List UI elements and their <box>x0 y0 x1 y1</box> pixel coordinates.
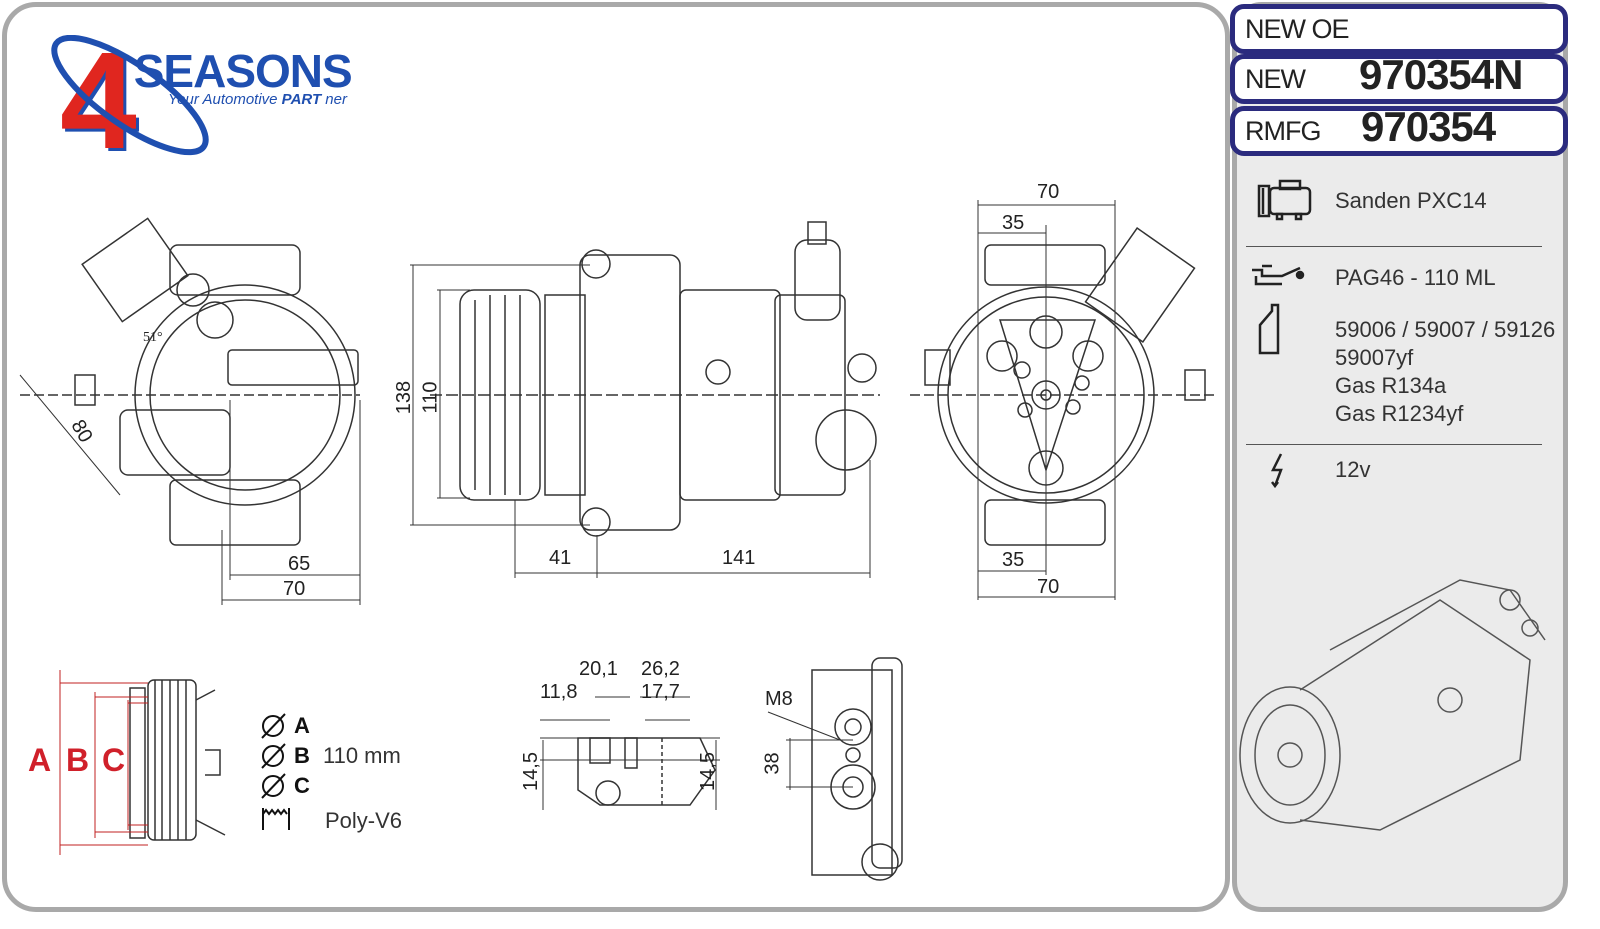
dim-port-a1: 20,1 <box>579 658 618 680</box>
diameter-b-value: 110 mm <box>323 743 401 768</box>
diameter-c-label: C <box>294 773 310 798</box>
dim-rear-top-inner: 35 <box>1002 212 1025 234</box>
dim-rear-bottom-outer: 70 <box>1037 576 1060 598</box>
rmfg-box: RMFG 970354 <box>1230 103 1568 156</box>
logo-tagline: Your Automotive PART ner <box>168 91 347 108</box>
dim-port-height-left: 14,5 <box>519 752 542 791</box>
oil-references: 59006 / 59007 / 59126 <box>1335 317 1556 342</box>
pulley-label-b: B <box>66 742 90 778</box>
rmfg-part-number: 970354 <box>1361 103 1496 150</box>
new-oe-box: NEW OE <box>1230 4 1568 54</box>
dim-side-height-inner: 110 <box>419 381 442 414</box>
pulley-label-a: A <box>28 742 52 778</box>
compressor-model: Sanden PXC14 <box>1335 188 1487 213</box>
dim-left-outer: 70 <box>283 578 306 600</box>
diameter-a-label: A <box>294 713 310 738</box>
rmfg-label: RMFG <box>1245 116 1321 146</box>
belt-type: Poly-V6 <box>325 808 403 833</box>
gas-r134a: Gas R134a <box>1335 373 1447 398</box>
divider <box>1246 444 1542 445</box>
dim-port-b2: 17,7 <box>641 681 680 703</box>
gas-r1234yf: Gas R1234yf <box>1335 401 1464 426</box>
dim-side-height-outer: 138 <box>393 380 416 415</box>
dim-port-height-right: 14,5 <box>696 752 719 791</box>
voltage: 12v <box>1335 457 1371 482</box>
new-box: NEW 970354N <box>1230 51 1568 104</box>
new-part-number: 970354N <box>1359 51 1523 98</box>
new-oe-label: NEW OE <box>1245 14 1350 44</box>
dim-side-body: 141 <box>722 547 756 569</box>
divider <box>1246 246 1542 247</box>
new-label: NEW <box>1245 64 1306 94</box>
oil-reference-yf: 59007yf <box>1335 345 1414 370</box>
dim-mount-spacing: 38 <box>761 752 784 775</box>
brand-logo: 4SEASONS Your Automotive PART ner <box>30 24 390 178</box>
dim-port-a2: 26,2 <box>641 658 680 680</box>
dim-rear-top-outer: 70 <box>1037 181 1060 203</box>
dim-left-angle: 51° <box>143 330 163 345</box>
diameter-b-label: B <box>294 743 310 768</box>
dim-rear-bottom-inner: 35 <box>1002 549 1025 571</box>
dim-mount-thread: M8 <box>765 688 793 710</box>
oil-type: PAG46 - 110 ML <box>1335 265 1496 290</box>
dim-side-front: 41 <box>549 547 572 569</box>
dim-port-b1: 11,8 <box>540 681 578 703</box>
dim-left-inner: 65 <box>288 553 311 575</box>
pulley-label-c: C <box>102 742 126 778</box>
